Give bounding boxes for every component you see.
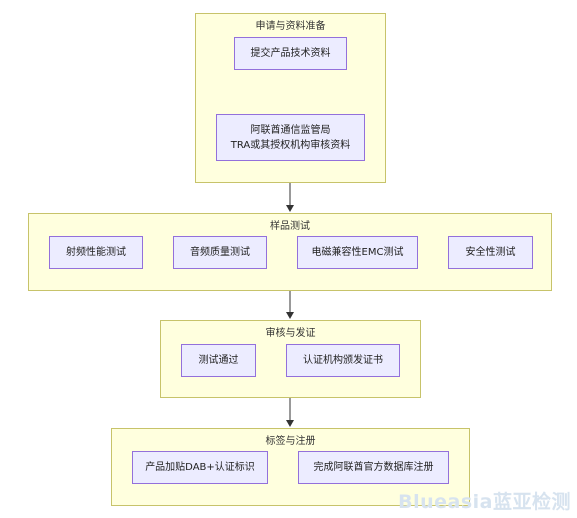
node-certificate-issued: 认证机构颁发证书 [286,344,400,377]
node-audio-test: 音频质量测试 [173,236,267,269]
group-title: 申请与资料准备 [255,21,326,32]
node-test-passed: 测试通过 [181,344,256,377]
group-title: 样品测试 [270,221,310,232]
node-database-registration: 完成阿联酋官方数据库注册 [298,451,449,484]
node-rf-test: 射频性能测试 [49,236,143,269]
node-emc-test: 电磁兼容性EMC测试 [297,236,418,269]
node-tra-review-line2: TRA或其授权机构审核资料 [230,139,351,151]
node-dab-label: 产品加贴DAB+认证标识 [132,451,268,484]
group-title: 审核与发证 [265,328,316,339]
node-submit-tech-docs: 提交产品技术资料 [234,37,347,70]
watermark-logo: Blueasia蓝亚检测 [398,491,571,513]
node-tra-review-line1: 阿联酋通信监管局 [250,124,331,136]
node-safety-test: 安全性测试 [448,236,533,269]
group-title: 标签与注册 [265,436,316,447]
node-tra-review: 阿联酋通信监管局 TRA或其授权机构审核资料 [216,114,365,161]
